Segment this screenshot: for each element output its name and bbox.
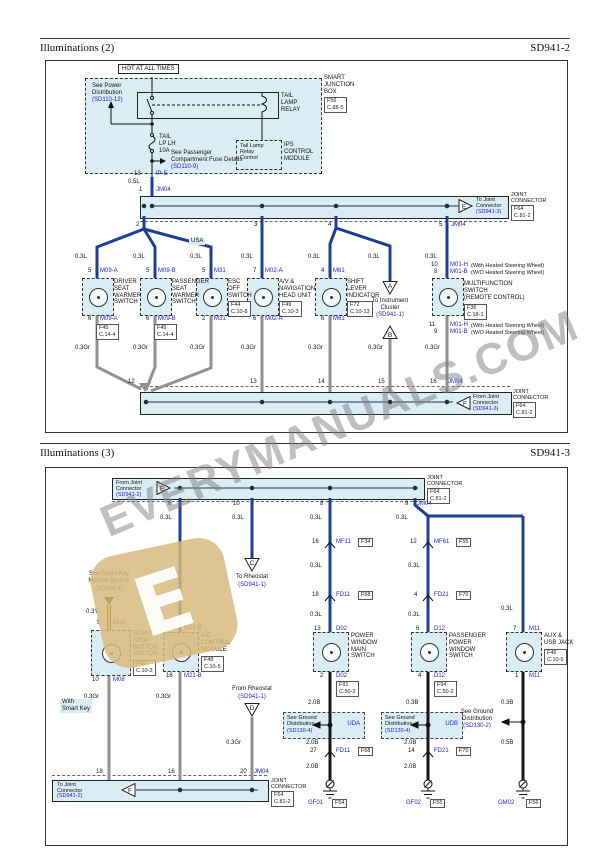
joint-connector-bus-p2-top — [112, 478, 425, 500]
illumination-feed-wires — [95, 177, 525, 632]
bus-internal-lines — [136, 203, 460, 793]
smart-junction-box — [85, 78, 322, 174]
page1-code: SD941-2 — [530, 42, 570, 54]
ground-splice-marks — [311, 718, 526, 729]
page1-title: Illuminations (2) — [40, 42, 115, 54]
smart-key-wire — [104, 597, 114, 630]
page2-code: SD941-3 — [530, 447, 570, 459]
bus-entry-arrow — [139, 383, 151, 392]
page2-title: Illuminations (3) — [40, 447, 115, 459]
joint-connector-bus-p1-bottom — [140, 392, 512, 415]
connector-face-dash — [140, 386, 510, 387]
sjb-internal-wiring — [108, 77, 267, 177]
hot-at-all-times-box: HOT AT ALL TIMES — [118, 64, 179, 74]
connector-face-dash — [112, 501, 423, 502]
page1-header: Illuminations (2) SD941-2 — [40, 38, 570, 54]
joint-connector-bus-p2-bottom — [52, 780, 269, 802]
joint-connector-bus-p1-top — [140, 196, 509, 219]
tail-lamp-relay-box — [137, 92, 279, 119]
connector-face-dash — [52, 775, 267, 776]
inline-connector-marks — [324, 541, 434, 758]
tail-lamp-relay-control-box — [236, 140, 282, 170]
page2-header: Illuminations (3) SD941-3 — [40, 443, 570, 459]
connector-face-dash — [140, 221, 507, 222]
